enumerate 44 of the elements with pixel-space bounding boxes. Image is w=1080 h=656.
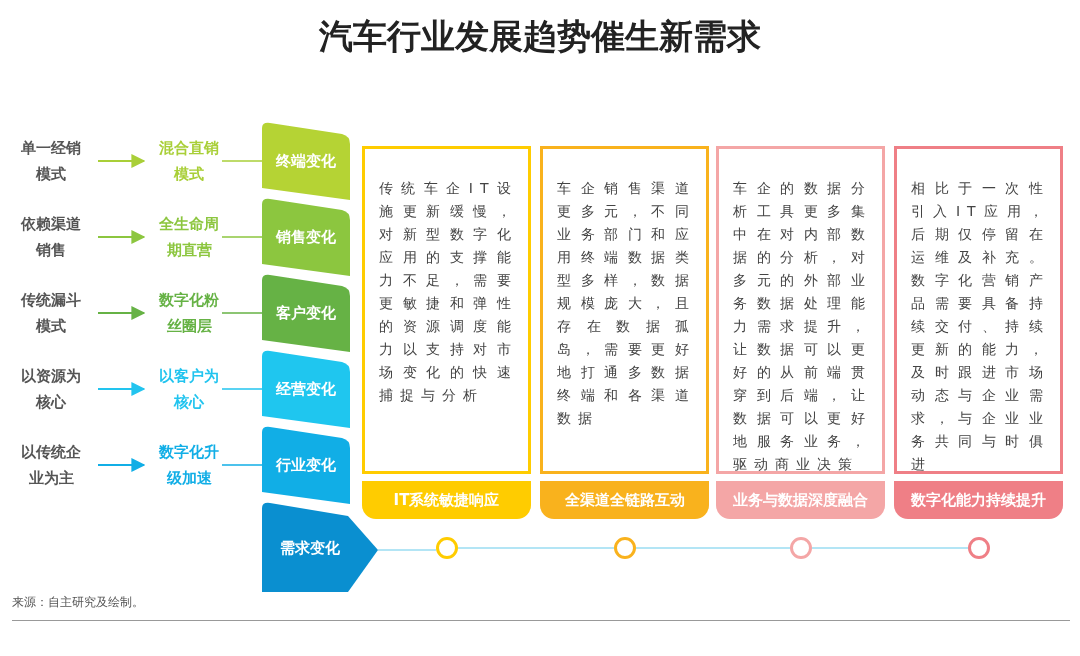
old-mode-text: 以资源为核心 xyxy=(18,363,84,415)
chevron-band: 客户变化 xyxy=(262,274,350,352)
new-mode-text: 混合直销模式 xyxy=(156,135,222,187)
connector-line xyxy=(377,549,437,551)
text-card: 相比于一次性引入IT应用，后期仅停留在运维及补充。数字化营销产品需要具备持续交付、持续更新的能力，及时跟进市场动态与企业需求，与企业业务共同与时俱进 xyxy=(894,146,1063,474)
chevron-band: 销售变化 xyxy=(262,198,350,276)
timeline-circle xyxy=(968,537,990,559)
arrow-shape: 需求变化 xyxy=(262,502,378,594)
connector-line xyxy=(811,547,969,549)
diagram-title: 汽车行业发展趋势催生新需求 xyxy=(318,15,762,58)
text-card: 传统车企IT设施更新缓慢，对新型数字化应用的支撑能力不足，需要更敏捷和弹性的资源调度能力以支持对市场变化的快速捕捉与分析 xyxy=(362,146,531,474)
old-mode-text: 以传统企业为主 xyxy=(18,439,84,491)
new-mode-text: 数字化粉丝圈层 xyxy=(156,287,222,339)
connector-line xyxy=(221,160,263,162)
new-mode-text: 以客户为核心 xyxy=(156,363,222,415)
connector-line xyxy=(221,464,263,466)
timeline-circle xyxy=(614,537,636,559)
old-mode-text: 传统漏斗模式 xyxy=(18,287,84,339)
category-tab: 全渠道全链路互动 xyxy=(540,481,709,519)
arrow xyxy=(97,458,146,472)
arrow xyxy=(97,306,146,320)
connector-line xyxy=(635,547,791,549)
timeline-circle xyxy=(436,537,458,559)
connector-line xyxy=(221,388,263,390)
old-mode-text: 单一经销模式 xyxy=(18,135,84,187)
chevron-band: 行业变化 xyxy=(262,426,350,504)
chevron-band: 终端变化 xyxy=(262,122,350,200)
text-card: 车企的数据分析工具更多集中在对内部数据的分析，对多元的外部业务数据处理能力需求提升，让数据可以更好的从前端贯穿到后端，让数据可以更好地服务业务，驱动商业决策 xyxy=(716,146,885,474)
chevron-band: 经营变化 xyxy=(262,350,350,428)
new-mode-text: 数字化升级加速 xyxy=(156,439,222,491)
connector-line xyxy=(221,312,263,314)
old-mode-text: 依赖渠道销售 xyxy=(18,211,84,263)
arrow xyxy=(97,230,146,244)
new-mode-text: 全生命周期直营 xyxy=(156,211,222,263)
timeline-circle xyxy=(790,537,812,559)
category-tab: IT系统敏捷响应 xyxy=(362,481,531,519)
arrow xyxy=(97,382,146,396)
text-card: 车企销售渠道更多元，不同业务部门和应用终端数据类型多样，数据规模庞大，且存在数据孤岛，需要更好地打通多数据终端和各渠道数据 xyxy=(540,146,709,474)
connector-line xyxy=(221,236,263,238)
category-tab: 业务与数据深度融合 xyxy=(716,481,885,519)
source-note: 来源：自主研究及绘制。 xyxy=(12,594,144,611)
arrow xyxy=(97,154,146,168)
connector-line xyxy=(457,547,615,549)
category-tab: 数字化能力持续提升 xyxy=(894,481,1063,519)
